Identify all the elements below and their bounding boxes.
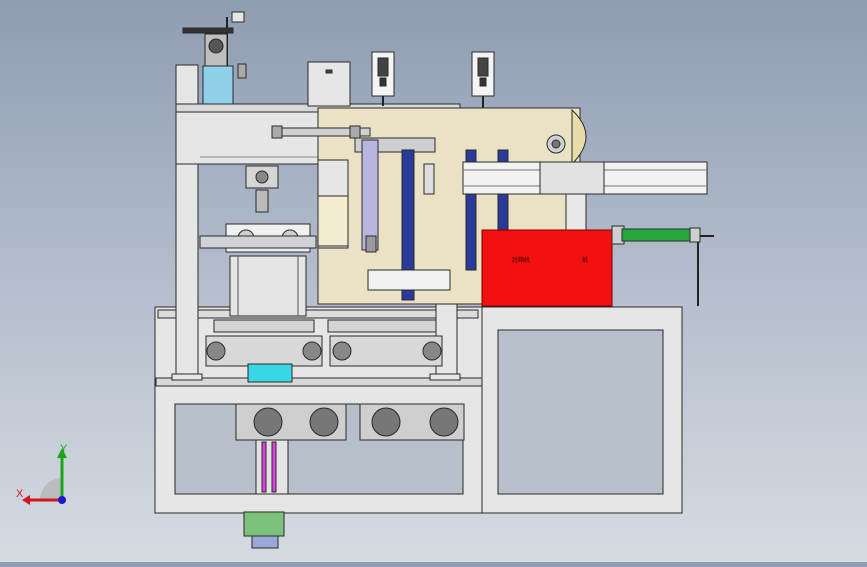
green-cylinder	[611, 225, 714, 306]
red-box-label-left: 封箱机	[512, 256, 530, 264]
roller-conveyor-left	[205, 319, 323, 383]
top-sensor-mast	[182, 11, 247, 105]
center-tool-block	[245, 159, 349, 249]
axis-triad: Y X	[16, 443, 68, 505]
red-box-label-right: 纸	[582, 256, 588, 264]
roller-conveyor-right	[327, 319, 443, 367]
lower-motors	[235, 403, 465, 549]
x-axis-label: X	[16, 488, 24, 500]
top-control-boxes	[307, 51, 495, 130]
gripper-head	[199, 223, 317, 317]
z-axis-dot	[58, 496, 66, 504]
red-carton-box: 封箱机 纸	[481, 229, 613, 307]
y-axis-label: Y	[60, 443, 68, 455]
